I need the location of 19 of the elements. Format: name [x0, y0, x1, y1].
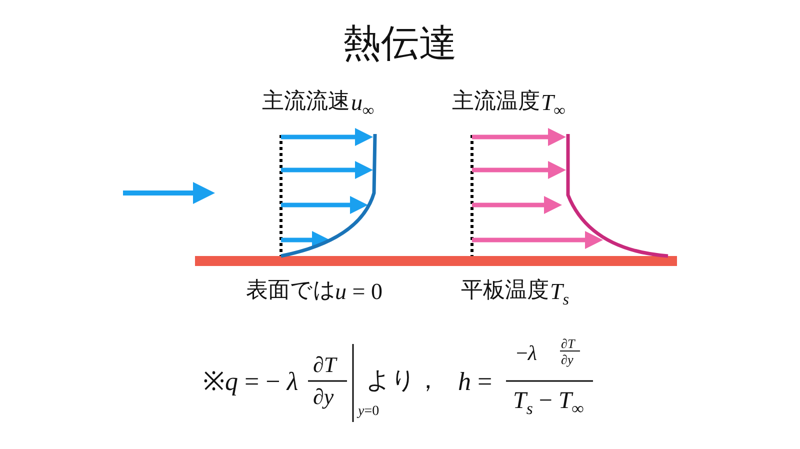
formula-text: ∂y: [561, 353, 574, 366]
formula-text: ∂T: [313, 354, 336, 376]
symbol-label: T$_{∞}$: [541, 91, 566, 120]
condition-formula: u = 0: [335, 280, 382, 303]
formula-text: y=0: [358, 405, 380, 419]
plate-temperature-label: 平板温度: [461, 280, 549, 302]
symbol-label: T$_{s}$: [550, 280, 570, 309]
formula-text: ∂y: [313, 386, 334, 408]
formula-text: −λ: [516, 343, 537, 364]
formula-text: h =: [458, 369, 492, 395]
formula-text: より，: [366, 369, 440, 393]
velocity-label: 主流流速: [262, 91, 350, 113]
symbol-label: u$_{∞}$: [351, 91, 374, 120]
formula-text: ∂T: [561, 337, 575, 350]
temperature-label: 主流温度: [452, 91, 540, 113]
surface-condition-label: 表面では: [246, 280, 336, 302]
title: 熱伝達: [342, 24, 458, 62]
formula-text: T$_{s}$ − T$_{∞}$: [513, 389, 584, 418]
formula-text: ※q = − λ: [203, 369, 298, 395]
